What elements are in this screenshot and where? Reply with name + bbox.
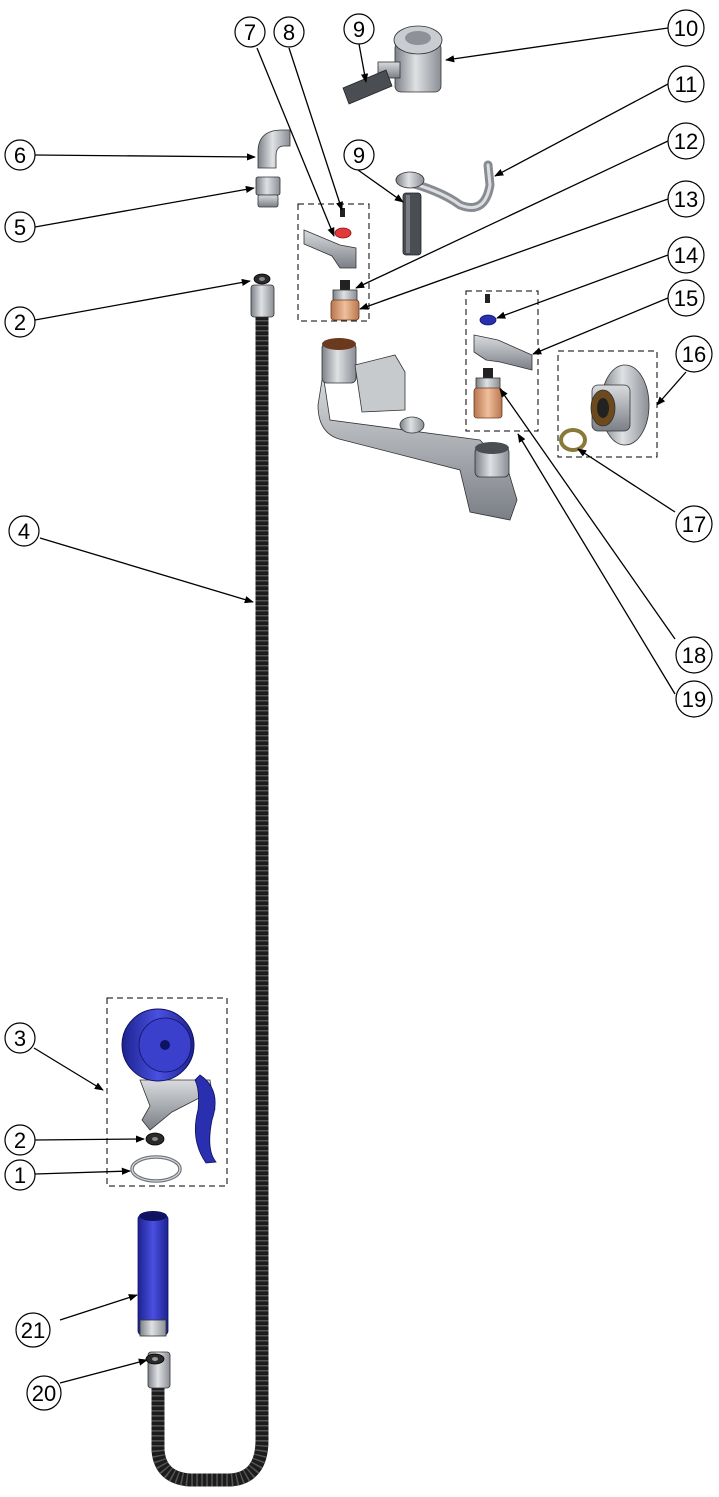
- callout-18: 18: [675, 636, 713, 674]
- svg-text:6: 6: [14, 143, 26, 168]
- adapter-part: [255, 176, 281, 208]
- extension-part: [137, 1211, 169, 1337]
- callout-3: 3: [4, 1022, 36, 1054]
- svg-text:10: 10: [674, 16, 698, 41]
- callout-20: 20: [26, 1375, 62, 1411]
- svg-text:14: 14: [674, 243, 698, 268]
- gasket-part: [559, 428, 587, 452]
- washer-part-extension: [145, 1353, 165, 1365]
- handle-assembly-right: [473, 294, 533, 419]
- callout-16: 16: [675, 335, 713, 373]
- handle-assembly-left: [303, 208, 360, 321]
- spray-valve-part: [121, 1008, 217, 1164]
- callout-2-lower: 2: [4, 1124, 36, 1156]
- callout-15: 15: [667, 279, 705, 317]
- callout-12: 12: [667, 122, 705, 160]
- svg-text:9: 9: [353, 17, 365, 42]
- svg-text:2: 2: [14, 310, 26, 335]
- svg-text:3: 3: [14, 1026, 26, 1051]
- svg-text:15: 15: [674, 286, 698, 311]
- faucet-body-part: [317, 338, 518, 521]
- callout-9-upper: 9: [343, 13, 375, 45]
- svg-text:13: 13: [674, 187, 698, 212]
- callout-21: 21: [15, 1312, 51, 1348]
- svg-text:12: 12: [674, 129, 698, 154]
- svg-text:5: 5: [14, 215, 26, 240]
- svg-text:20: 20: [32, 1381, 56, 1406]
- svg-text:16: 16: [682, 342, 706, 367]
- callout-2-upper: 2: [4, 306, 36, 338]
- callout-4: 4: [8, 515, 40, 547]
- callout-17: 17: [675, 505, 713, 543]
- svg-text:19: 19: [682, 687, 706, 712]
- svg-text:2: 2: [14, 1128, 26, 1153]
- callout-14: 14: [667, 236, 705, 274]
- callout-13: 13: [667, 180, 705, 218]
- svg-text:9: 9: [353, 143, 365, 168]
- svg-text:11: 11: [675, 72, 698, 97]
- callout-5: 5: [4, 211, 36, 243]
- callout-1: 1: [4, 1159, 36, 1191]
- svg-text:7: 7: [244, 20, 256, 45]
- callout-10: 10: [667, 9, 705, 47]
- spout-part: [395, 160, 495, 212]
- callout-9-lower: 9: [343, 139, 375, 171]
- washer-part: [253, 273, 271, 285]
- nipple-part-upper: [342, 69, 393, 105]
- callout-7: 7: [234, 16, 266, 48]
- svg-text:4: 4: [18, 519, 30, 544]
- callout-19: 19: [675, 680, 713, 718]
- svg-text:1: 1: [14, 1163, 26, 1188]
- svg-text:18: 18: [682, 643, 706, 668]
- svg-text:17: 17: [682, 512, 706, 537]
- callout-6: 6: [4, 139, 36, 171]
- nipple-part-lower: [402, 192, 422, 256]
- leader-lines: [33, 27, 687, 1384]
- flange-assembly-part: [590, 364, 650, 446]
- hose-part: [147, 284, 275, 1487]
- elbow-part: [257, 129, 291, 169]
- svg-text:21: 21: [21, 1318, 45, 1343]
- o-ring-part: [130, 1155, 182, 1183]
- svg-text:8: 8: [283, 20, 295, 45]
- callout-11: 11: [667, 65, 705, 103]
- callout-8: 8: [273, 16, 305, 48]
- washer-part-lower: [145, 1132, 165, 1146]
